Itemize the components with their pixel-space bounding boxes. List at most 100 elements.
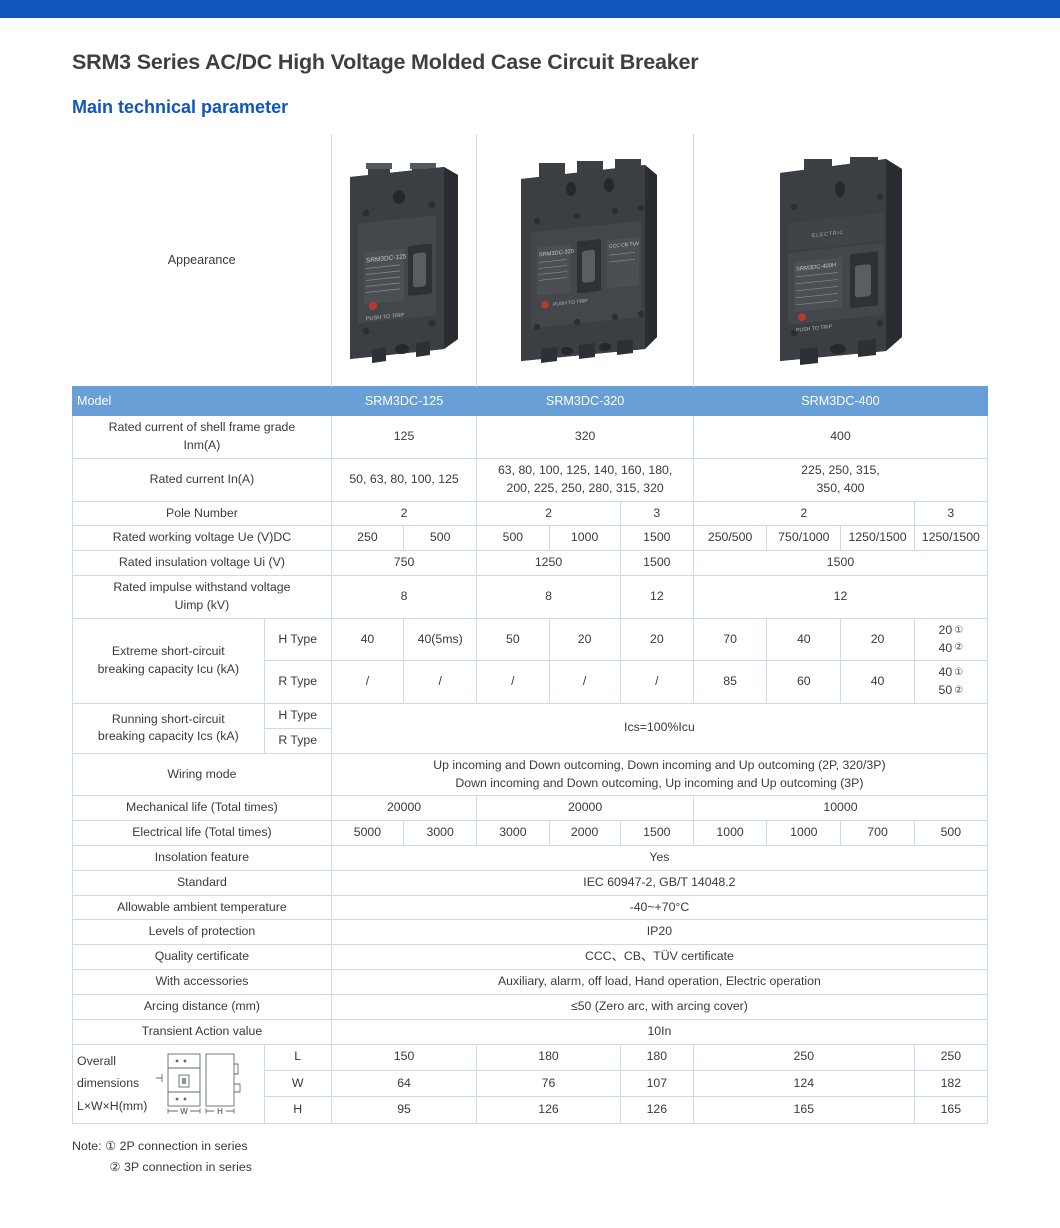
quality-certificate-value: CCC、CB、TÜV certificate bbox=[330, 944, 989, 971]
page-content: SRM3 Series AC/DC High Voltage Molded Ca… bbox=[0, 50, 1060, 1178]
model-label: Model bbox=[72, 385, 332, 417]
breaker-3p-320-svg: SRM3DC-320 CCC CB TUV bbox=[521, 158, 658, 363]
rated-current-label: Rated current In(A) bbox=[72, 457, 332, 502]
impulse-voltage-1: 8 bbox=[476, 575, 621, 619]
dimension-h-4: 165 bbox=[913, 1096, 989, 1124]
ics-r-row: R Type bbox=[73, 727, 988, 754]
footnote-2: ② 3P connection in series bbox=[109, 1159, 252, 1174]
svg-text:ELECTRIC: ELECTRIC bbox=[812, 230, 844, 239]
svg-text:SRM3DC-400H: SRM3DC-400H bbox=[796, 263, 836, 273]
transient-action-value: 10In bbox=[330, 1018, 989, 1045]
icu-r-2: / bbox=[476, 660, 550, 705]
standard-row: Standard IEC 60947-2, GB/T 14048.2 bbox=[72, 869, 989, 896]
icu-h-7: 20 bbox=[840, 617, 915, 662]
impulse-voltage-2: 12 bbox=[619, 575, 694, 619]
icu-h-type-label: H Type bbox=[263, 617, 332, 662]
footnote-mark-1: ① bbox=[954, 667, 964, 679]
insulation-voltage-3: 1500 bbox=[692, 550, 989, 577]
dimension-diagram-icon: W H bbox=[156, 1053, 241, 1116]
ambient-temperature-value: -40~+70°C bbox=[330, 894, 989, 921]
pole-number-2: 3 bbox=[619, 500, 694, 527]
accessories-row: With accessories Auxiliary, alarm, off l… bbox=[72, 969, 989, 995]
impulse-voltage-3: 12 bbox=[692, 575, 989, 619]
dimension-l-0: 150 bbox=[330, 1043, 478, 1071]
icu-h-1: 40(5ms) bbox=[403, 617, 478, 662]
insolation-feature-value: Yes bbox=[330, 844, 989, 871]
pole-number-0: 2 bbox=[330, 500, 478, 527]
pole-number-1: 2 bbox=[476, 500, 621, 527]
svg-text:PUSH TO TRIP: PUSH TO TRIP bbox=[553, 298, 588, 308]
electrical-life-4: 1500 bbox=[619, 820, 694, 846]
icu-h-0: 40 bbox=[330, 617, 405, 662]
wiring-mode-label: Wiring mode bbox=[72, 752, 332, 797]
icu-h-row: Extreme short-circuit breaking capacity … bbox=[72, 617, 989, 705]
insulation-voltage-1: 1250 bbox=[476, 550, 621, 577]
pole-number-row: Pole Number 2 2 3 2 3 bbox=[72, 500, 989, 527]
working-voltage-0: 250 bbox=[330, 525, 405, 552]
electrical-life-row: Electrical life (Total times) 5000 3000 … bbox=[72, 820, 989, 846]
rated-current-row: Rated current In(A) 50, 63, 80, 100, 125… bbox=[72, 457, 989, 502]
breaker-2p-400-svg: ELECTRIC SRM3DC-400H bbox=[779, 157, 902, 365]
section-title: Main technical parameter bbox=[72, 97, 289, 117]
mechanical-life-2: 10000 bbox=[692, 795, 989, 822]
specification-table: Appearance bbox=[72, 134, 989, 1124]
dimension-h-3: 165 bbox=[692, 1096, 915, 1124]
ics-label: Running short-circuit breaking capacity … bbox=[72, 703, 265, 754]
working-voltage-5: 250/500 bbox=[692, 525, 768, 552]
insulation-voltage-0: 750 bbox=[330, 550, 478, 577]
dimension-l-1: 180 bbox=[476, 1043, 621, 1071]
electrical-life-5: 1000 bbox=[692, 820, 768, 846]
dimension-l-4: 250 bbox=[913, 1043, 989, 1071]
ics-h-type-label: H Type bbox=[263, 703, 332, 729]
dimension-l-3: 250 bbox=[692, 1043, 915, 1071]
pole-number-label: Pole Number bbox=[72, 500, 332, 527]
electrical-life-2: 3000 bbox=[476, 820, 550, 846]
shell-frame-125: 125 bbox=[330, 415, 478, 459]
icu-label: Extreme short-circuit breaking capacity … bbox=[72, 617, 265, 705]
breaker-2p-125-svg: SRM3DC-125 PUSH TO TRIP bbox=[349, 162, 458, 363]
protection-level-label: Levels of protection bbox=[72, 919, 332, 946]
icu-r-6: 60 bbox=[766, 660, 842, 705]
transient-action-label: Transient Action value bbox=[72, 1018, 332, 1045]
dimension-l-2: 180 bbox=[619, 1043, 694, 1071]
icu-r-1: / bbox=[403, 660, 478, 705]
appearance-row: Appearance bbox=[72, 134, 988, 387]
electrical-life-label: Electrical life (Total times) bbox=[72, 820, 332, 846]
working-voltage-4: 1500 bbox=[619, 525, 694, 552]
insolation-feature-label: Insolation feature bbox=[72, 844, 332, 871]
icu-r-3: / bbox=[548, 660, 621, 705]
icu-h-3: 20 bbox=[548, 617, 621, 662]
icu-r-7: 40 bbox=[840, 660, 915, 705]
dimension-h-1: 126 bbox=[476, 1096, 621, 1124]
icu-r-0: / bbox=[330, 660, 405, 705]
insulation-voltage-2: 1500 bbox=[619, 550, 694, 577]
arcing-distance-label: Arcing distance (mm) bbox=[72, 993, 332, 1020]
dimension-w-2: 107 bbox=[619, 1069, 694, 1098]
protection-level-row: Levels of protection IP20 bbox=[72, 919, 989, 946]
impulse-voltage-0: 8 bbox=[330, 575, 478, 619]
arcing-distance-value: ≤50 (Zero arc, with arcing cover) bbox=[330, 993, 989, 1020]
electrical-life-3: 2000 bbox=[548, 820, 621, 846]
electrical-life-0: 5000 bbox=[330, 820, 405, 846]
ics-r-type-label: R Type bbox=[263, 727, 332, 754]
dimension-w-0: 64 bbox=[330, 1069, 478, 1098]
svg-text:SRM3DC-125: SRM3DC-125 bbox=[366, 253, 407, 264]
working-voltage-2: 500 bbox=[476, 525, 550, 552]
electrical-life-1: 3000 bbox=[403, 820, 478, 846]
model-125: SRM3DC-125 bbox=[330, 385, 478, 417]
product-image-125: SRM3DC-125 PUSH TO TRIP bbox=[330, 134, 478, 387]
model-400: SRM3DC-400 bbox=[692, 385, 989, 417]
electrical-life-7: 700 bbox=[840, 820, 915, 846]
dimensions-label: Overall dimensions L×W×H(mm) bbox=[72, 1043, 265, 1124]
electrical-life-8: 500 bbox=[913, 820, 989, 846]
shell-frame-400: 400 bbox=[692, 415, 989, 459]
electrical-life-6: 1000 bbox=[766, 820, 842, 846]
wiring-mode-value: Up incoming and Down outcoming, Down inc… bbox=[330, 752, 989, 797]
arcing-distance-row: Arcing distance (mm) ≤50 (Zero arc, with… bbox=[72, 993, 989, 1020]
mechanical-life-0: 20000 bbox=[330, 795, 478, 822]
quality-certificate-label: Quality certificate bbox=[72, 944, 332, 971]
footnote-block: Note: ① 2P connection in series ② 3P con… bbox=[72, 1136, 988, 1178]
dimensions-l-row: Overall dimensions L×W×H(mm) bbox=[72, 1043, 989, 1124]
